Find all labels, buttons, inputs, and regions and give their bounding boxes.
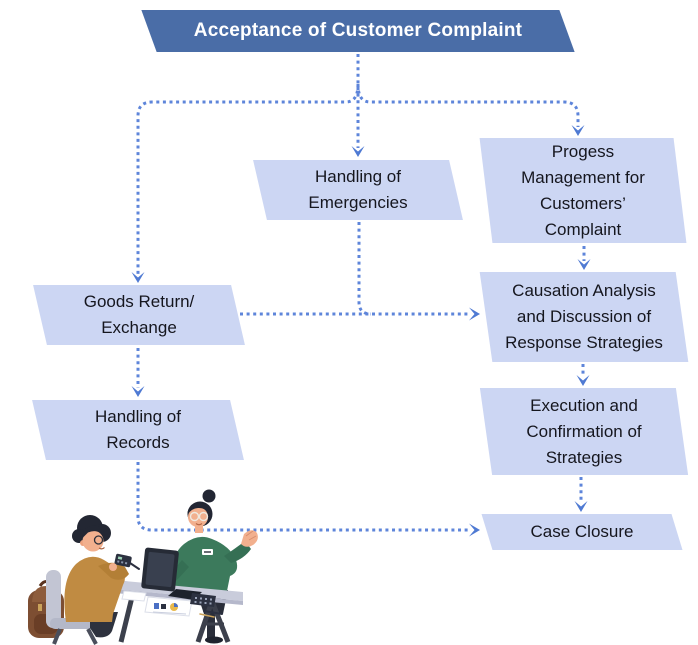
banner-label: Acceptance of Customer Complaint <box>193 20 523 41</box>
node-execution-confirmation: Execution and Confirmation of Strategies <box>486 388 682 475</box>
report-papers <box>121 590 193 617</box>
node-progress-management: Progess Management for Customers’ Compla… <box>486 138 680 243</box>
illustration-man <box>64 515 140 638</box>
node-label: Handling of Records <box>94 407 181 452</box>
node-label: Progess Management for Customers’ Compla… <box>521 141 645 239</box>
connector-records-to-case <box>136 462 470 532</box>
connector-arrowheads <box>131 125 591 537</box>
node-label: Causation Analysis and Discussion of Res… <box>505 281 663 352</box>
node-label: Case Closure <box>530 522 634 541</box>
node-label: Goods Return/ Exchange <box>83 292 195 337</box>
customer-service-consultation-illustration <box>28 489 258 645</box>
connector-branch-right <box>356 83 580 127</box>
node-label: Execution and Confirmation of Strategies <box>526 395 642 467</box>
calculator-icon <box>190 593 223 618</box>
node-handling-of-records: Handling of Records <box>39 400 237 460</box>
node-goods-return-exchange: Goods Return/ Exchange <box>40 285 238 345</box>
node-handling-of-emergencies: Handling of Emergencies <box>260 160 456 220</box>
node-label: Handling of Emergencies <box>308 167 408 212</box>
node-case-closure: Case Closure <box>487 514 677 550</box>
node-causation-analysis: Causation Analysis and Discussion of Res… <box>486 272 682 362</box>
connector-emergencies-merge <box>357 222 372 316</box>
connector-lines <box>136 54 586 532</box>
illustration-woman <box>164 489 258 644</box>
connector-branch-left <box>136 83 360 274</box>
banner-acceptance-of-customer-complaint: Acceptance of Customer Complaint <box>149 10 567 52</box>
